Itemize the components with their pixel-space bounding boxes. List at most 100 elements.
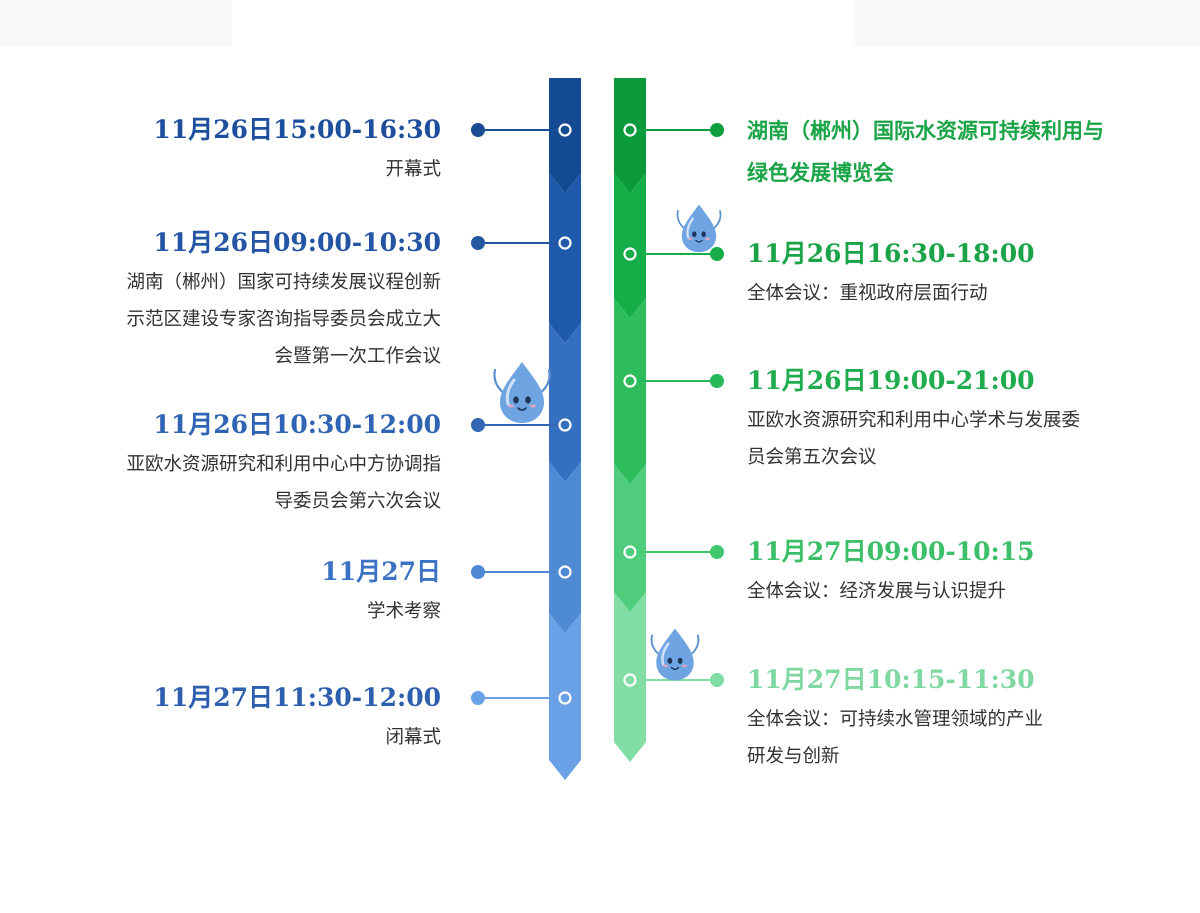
description-line: 学术考察: [366, 601, 441, 622]
schedule-time: 11月26日16:30-18:00: [747, 239, 1035, 268]
schedule-item: 11月27日09:00-10:15 全体会议：经济发展与认识提升: [747, 535, 1035, 610]
left-timeline-dot: [471, 691, 485, 705]
mascot-mouth: [695, 239, 703, 243]
description-line: 研发与创新: [747, 746, 840, 767]
description-line: 湖南（郴州）国家可持续发展议程创新: [126, 272, 441, 293]
description-line: 示范区建设专家咨询指导委员会成立大: [126, 309, 441, 330]
description-line: 员会第五次会议: [747, 447, 877, 468]
expo-title-line: 绿色发展博览会: [747, 161, 894, 185]
schedule-item: 11月26日10:30-12:00 亚欧水资源研究和利用中心中方协调指导委员会第六…: [126, 408, 441, 520]
schedule-description: 湖南（郴州）国家可持续发展议程创新示范区建设专家咨询指导委员会成立大会暨第一次工…: [126, 264, 441, 375]
mascot-eye: [677, 657, 683, 664]
mascot-mouth: [517, 407, 527, 411]
description-line: 开幕式: [385, 159, 441, 180]
expo-title: 湖南（郴州）国际水资源可持续利用与绿色发展博览会: [747, 110, 1104, 194]
mascot-shine: [505, 378, 516, 406]
left-timeline-dot: [471, 418, 485, 432]
spine-ring-marker: [623, 545, 637, 559]
right-timeline-dot: [710, 673, 724, 687]
blue-spine-segment-4: [549, 462, 581, 633]
green-spine-segment-2: [614, 173, 646, 318]
expo-title-line: 湖南（郴州）国际水资源可持续利用与: [747, 119, 1104, 143]
schedule-time: 11月27日11:30-12:00: [153, 683, 441, 712]
green-timeline-spine: [614, 78, 646, 762]
schedule-description: 学术考察: [321, 593, 441, 630]
schedule-item: 11月26日09:00-10:30 湖南（郴州）国家可持续发展议程创新示范区建设专…: [126, 226, 441, 375]
mascot-cheek: [688, 237, 693, 241]
mascot-cheek: [681, 664, 687, 668]
mascot-cheek: [530, 404, 536, 408]
schedule-description: 闭幕式: [153, 719, 441, 756]
schedule-time: 11月27日: [321, 557, 441, 586]
mascot-eye: [667, 657, 673, 664]
spine-ring-marker: [558, 123, 572, 137]
blue-spine-segment-2: [549, 173, 581, 343]
description-line: 全体会议：可持续水管理领域的产业: [747, 709, 1044, 730]
spine-ring-marker: [623, 673, 637, 687]
description-line: 会暨第一次工作会议: [274, 346, 441, 367]
left-timeline-dot: [471, 236, 485, 250]
expo-title-text: 湖南（郴州）国际水资源可持续利用与绿色发展博览会: [747, 110, 1104, 194]
mascot-eye: [701, 231, 706, 238]
spine-ring-marker: [558, 236, 572, 250]
schedule-time: 11月26日10:30-12:00: [153, 410, 441, 439]
spine-ring-marker: [558, 691, 572, 705]
timeline-connectors: [471, 123, 724, 705]
right-timeline-dot: [710, 545, 724, 559]
schedule-time: 11月26日15:00-16:30: [153, 115, 441, 144]
schedule-description: 全体会议：经济发展与认识提升: [747, 573, 1035, 610]
mascot-eye: [513, 396, 519, 404]
schedule-item: 11月27日11:30-12:00 闭幕式: [153, 681, 441, 756]
left-timeline-dot: [471, 565, 485, 579]
spine-ring-marker: [623, 123, 637, 137]
right-timeline-dot: [710, 374, 724, 388]
description-line: 亚欧水资源研究和利用中心学术与发展委: [747, 410, 1081, 431]
blue-timeline-spine: [549, 78, 581, 780]
green-spine-segment-3: [614, 298, 646, 484]
mascot-body: [656, 628, 694, 681]
blue-spine-segment-3: [549, 323, 581, 482]
spine-ring-marker: [558, 565, 572, 579]
mascot-body: [500, 362, 544, 423]
schedule-item: 11月27日10:15-11:30 全体会议：可持续水管理领域的产业研发与创新: [747, 663, 1043, 775]
mascot-shine: [686, 217, 694, 239]
description-line: 全体会议：经济发展与认识提升: [747, 581, 1007, 602]
schedule-description: 全体会议：可持续水管理领域的产业研发与创新: [747, 701, 1043, 775]
schedule-description: 全体会议：重视政府层面行动: [747, 275, 1035, 312]
water-drop-mascot-icon: [650, 628, 700, 681]
schedule-item: 11月26日15:00-16:30 开幕式: [153, 113, 441, 188]
description-line: 亚欧水资源研究和利用中心中方协调指: [126, 454, 441, 475]
description-line: 导委员会第六次会议: [274, 491, 441, 512]
mascot-cheek: [508, 404, 514, 408]
schedule-time: 11月26日19:00-21:00: [747, 366, 1035, 395]
mascots: [493, 204, 722, 681]
schedule-time: 11月27日10:15-11:30: [747, 665, 1035, 694]
right-timeline-dot: [710, 123, 724, 137]
schedule-time: 11月26日09:00-10:30: [153, 228, 441, 257]
mascot-eye: [525, 396, 531, 404]
schedule-item: 11月27日学术考察: [321, 555, 441, 630]
schedule-description: 亚欧水资源研究和利用中心中方协调指导委员会第六次会议: [126, 446, 441, 520]
green-spine-segment-4: [614, 464, 646, 612]
mascot-mouth: [670, 666, 680, 670]
spine-ring-marker: [623, 374, 637, 388]
mascot-eye: [692, 231, 697, 238]
blue-spine-segment-5: [549, 613, 581, 780]
water-drop-mascot-icon: [493, 362, 551, 423]
description-line: 闭幕式: [385, 727, 441, 748]
left-timeline-dot: [471, 123, 485, 137]
right-timeline-dot: [710, 247, 724, 261]
mascot-body: [681, 204, 717, 253]
schedule-item: 11月26日16:30-18:00 全体会议：重视政府层面行动: [747, 237, 1035, 312]
water-drop-mascot-icon: [676, 204, 722, 253]
description-line: 全体会议：重视政府层面行动: [747, 283, 988, 304]
mascot-cheek: [663, 664, 669, 668]
schedule-time: 11月27日09:00-10:15: [747, 537, 1035, 566]
schedule-item: 11月26日19:00-21:00 亚欧水资源研究和利用中心学术与发展委员会第五次…: [747, 364, 1080, 476]
schedule-description: 亚欧水资源研究和利用中心学术与发展委员会第五次会议: [747, 402, 1080, 476]
top-band-right: [855, 0, 1200, 46]
spine-ring-marker: [623, 247, 637, 261]
mascot-cheek: [705, 237, 710, 241]
green-spine-segment-5: [614, 592, 646, 762]
